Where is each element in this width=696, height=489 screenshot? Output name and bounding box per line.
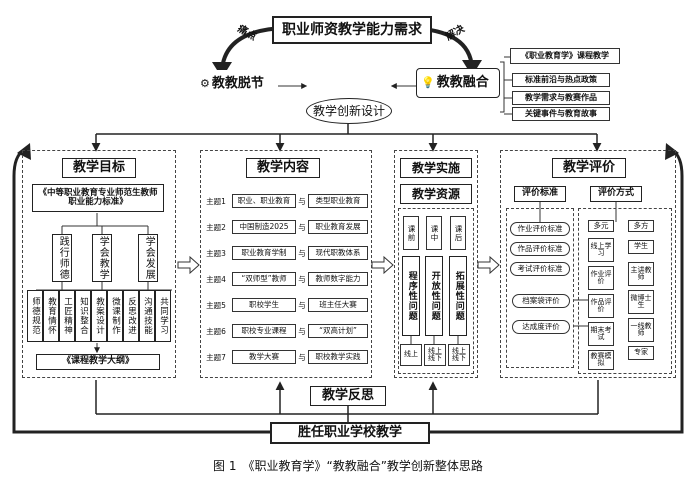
method-col2-5: 专家	[628, 346, 654, 360]
goals-title: 教学目标	[62, 158, 136, 178]
content-b-6: “双高计划”	[308, 324, 368, 338]
goal-leaf-3: 工匠精神	[59, 290, 75, 342]
demand-title-box: 职业师资教学能力需求	[272, 16, 432, 44]
method-col2-1: 学生	[628, 240, 654, 254]
resources-title: 教学资源	[400, 184, 472, 204]
figure-caption: 图 1 《职业教育学》“教教融合”教学创新整体思路	[213, 458, 483, 473]
goal-sub-2: 学会教学	[92, 234, 112, 282]
evaluation-section	[500, 150, 676, 378]
criteria-1: 作业评价标准	[510, 222, 570, 236]
gear-icon: ⚙	[200, 77, 210, 91]
goal-leaf-2: 教育情怀	[43, 290, 59, 342]
mode-2: 线上线下	[424, 344, 446, 366]
right-list-item-3: 教学需求与教赛作品	[512, 91, 610, 105]
content-b-2: 职业教育发展	[308, 220, 368, 234]
method-col2-2: 主讲教师	[628, 262, 654, 286]
goal-sub-1: 践行师德	[52, 234, 72, 282]
content-connector-7: 与	[298, 352, 306, 362]
method-col1-5: 教赛模拟	[588, 350, 614, 370]
content-connector-5: 与	[298, 300, 306, 310]
content-connector-6: 与	[298, 326, 306, 336]
content-a-7: 教学大赛	[232, 350, 296, 364]
goal-leaf-9: 共同学习	[155, 290, 171, 342]
criteria-title: 评价标准	[514, 186, 566, 202]
implementation-section	[394, 150, 478, 378]
criteria-4: 档案袋评价	[512, 294, 570, 308]
content-theme-4: 主题4	[206, 274, 226, 284]
criteria-2: 作品评价标准	[510, 242, 570, 256]
integration-box: 💡 教教融合	[416, 68, 500, 98]
method-col1-4: 期末考试	[588, 322, 614, 346]
resources-area	[398, 208, 474, 374]
content-theme-3: 主题3	[206, 248, 226, 258]
content-a-2: 中国制造2025	[232, 220, 296, 234]
content-a-5: 职校学生	[232, 298, 296, 312]
goal-leaf-6: 微课制作	[107, 290, 123, 342]
content-a-1: 职业、职业教育	[232, 194, 296, 208]
integration-label: 教教融合	[436, 75, 489, 91]
goal-leaf-1: 师德规范	[27, 290, 43, 342]
content-a-6: 职校专业课程	[232, 324, 296, 338]
evaluation-title: 教学评价	[552, 158, 626, 178]
goal-sub-3: 学会发展	[138, 234, 158, 282]
method-col1-1: 线上学习	[588, 238, 614, 262]
disconnect-label: 教教脱节	[211, 76, 264, 92]
mode-1: 线上	[400, 344, 422, 366]
content-connector-3: 与	[298, 248, 306, 258]
content-theme-1: 主题1	[206, 196, 226, 206]
goal-leaf-8: 沟通技能	[139, 290, 155, 342]
lightbulb-icon: 💡	[421, 76, 435, 90]
criteria-3: 考试评价标准	[510, 262, 570, 276]
problem-2: 开放性问题	[425, 256, 443, 336]
criteria-area	[506, 208, 574, 368]
method-col2-title: 多方	[628, 220, 654, 232]
methods-area	[578, 208, 672, 374]
course-outline: 《课程教学大纲》	[36, 354, 160, 370]
content-connector-4: 与	[298, 274, 306, 284]
goals-standard: 《中等职业教育专业师范生教师职业能力标准》	[32, 184, 164, 212]
content-connector-2: 与	[298, 222, 306, 232]
content-b-3: 现代职教体系	[308, 246, 368, 260]
mode-3: 线上线下	[448, 344, 470, 366]
content-section	[200, 150, 372, 378]
method-col2-4: 一线教师	[628, 318, 654, 342]
right-list-item-2: 标准前沿与热点政策	[512, 73, 610, 87]
content-a-3: 职业教育学制	[232, 246, 296, 260]
content-theme-7: 主题7	[206, 352, 226, 362]
disconnect-box: ⚙ 教教脱节	[200, 70, 278, 98]
method-col2-3: 微博士生	[628, 290, 654, 314]
problem-3: 拓展性问题	[449, 256, 467, 336]
competent-teaching-box: 胜任职业学校教学	[270, 422, 430, 444]
right-list-item-4: 关键事件与教育故事	[512, 107, 610, 121]
goal-leaf-5: 教案设计	[91, 290, 107, 342]
content-theme-6: 主题6	[206, 326, 226, 336]
content-title: 教学内容	[246, 158, 320, 178]
goals-section	[22, 150, 176, 378]
content-theme-5: 主题5	[206, 300, 226, 310]
implementation-title: 教学实施	[400, 158, 472, 178]
phase-2: 课中	[426, 216, 442, 250]
goal-leaf-4: 知识整合	[75, 290, 91, 342]
innovation-design-ellipse: 教学创新设计	[306, 98, 392, 124]
content-b-7: 职校教学实践	[308, 350, 368, 364]
criteria-5: 达成度评价	[512, 320, 570, 334]
method-col1-title: 多元	[588, 220, 614, 232]
content-b-5: 班主任大赛	[308, 298, 368, 312]
content-b-1: 类型职业教育	[308, 194, 368, 208]
method-col1-2: 作业评价	[588, 266, 614, 290]
phase-3: 课后	[450, 216, 466, 250]
content-connector-1: 与	[298, 196, 306, 206]
phase-1: 课前	[403, 216, 419, 250]
content-b-4: 教师数字能力	[308, 272, 368, 286]
problem-1: 程序性问题	[402, 256, 420, 336]
method-col1-3: 作品评价	[588, 294, 614, 318]
content-theme-2: 主题2	[206, 222, 226, 232]
methods-title: 评价方式	[590, 186, 642, 202]
right-list-item-1: 《职业教育学》课程教学	[510, 48, 620, 64]
goal-leaf-7: 反思改进	[123, 290, 139, 342]
content-a-4: “双师型”教师	[232, 272, 296, 286]
reflection-box: 教学反思	[310, 386, 386, 406]
